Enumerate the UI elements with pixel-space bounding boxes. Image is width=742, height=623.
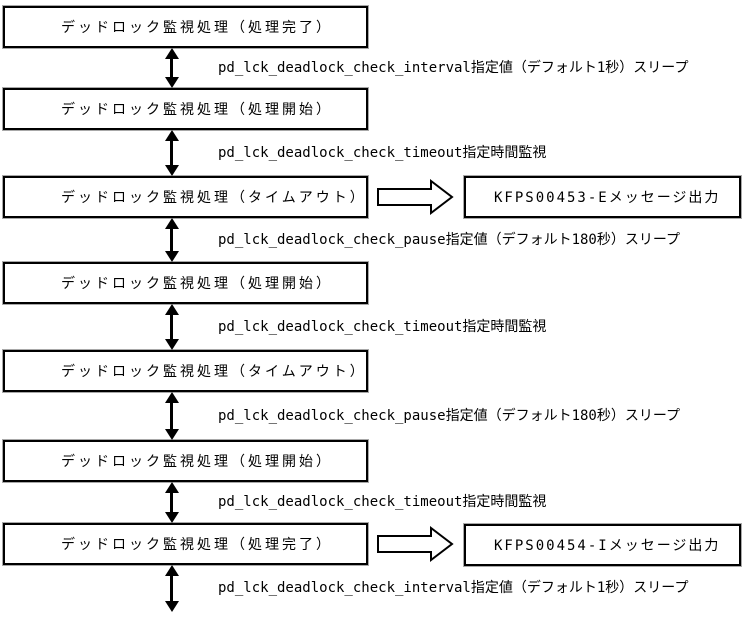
transition-label: pd_lck_deadlock_check_timeout指定時間監視 — [218, 145, 547, 161]
transition-label: pd_lck_deadlock_check_interval指定値（デフォルト1… — [218, 580, 689, 596]
process-box: デッドロック監視処理（処理開始） — [2, 439, 369, 483]
double-arrow-icon — [165, 392, 179, 440]
double-arrow-icon — [165, 565, 179, 612]
double-arrow-icon — [165, 218, 179, 262]
arrowhead-down-icon — [165, 429, 179, 440]
arrow-shaft — [170, 573, 173, 604]
process-box: デッドロック監視処理（処理完了） — [2, 5, 369, 49]
arrowhead-down-icon — [165, 165, 179, 176]
transition-label: pd_lck_deadlock_check_timeout指定時間監視 — [218, 494, 547, 510]
double-arrow-icon — [165, 130, 179, 176]
process-box: デッドロック監視処理（処理開始） — [2, 87, 369, 131]
double-arrow-icon — [165, 482, 179, 523]
transition-label: pd_lck_deadlock_check_pause指定値（デフォルト180秒… — [218, 232, 681, 248]
output-box: KFPS00454-Iメッセージ出力 — [463, 523, 742, 567]
arrow-shaft — [170, 312, 173, 342]
arrowhead-up-icon — [165, 218, 179, 229]
arrowhead-down-icon — [165, 339, 179, 350]
block-arrow-right-icon — [377, 179, 454, 215]
arrow-shaft — [170, 226, 173, 254]
arrowhead-down-icon — [165, 512, 179, 523]
arrowhead-up-icon — [165, 482, 179, 493]
arrow-shaft — [170, 490, 173, 515]
transition-label: pd_lck_deadlock_check_interval指定値（デフォルト1… — [218, 60, 689, 76]
double-arrow-icon — [165, 48, 179, 88]
double-arrow-icon — [165, 304, 179, 350]
arrow-shaft — [170, 138, 173, 168]
process-box: デッドロック監視処理（処理開始） — [2, 261, 369, 305]
block-arrow-right-icon — [377, 526, 454, 562]
arrowhead-up-icon — [165, 304, 179, 315]
arrowhead-up-icon — [165, 48, 179, 59]
arrowhead-down-icon — [165, 77, 179, 88]
arrow-shaft — [170, 400, 173, 432]
arrowhead-up-icon — [165, 565, 179, 576]
arrowhead-up-icon — [165, 392, 179, 403]
transition-label: pd_lck_deadlock_check_timeout指定時間監視 — [218, 319, 547, 335]
output-box: KFPS00453-Eメッセージ出力 — [463, 175, 742, 219]
arrow-shaft — [170, 56, 173, 80]
process-box: デッドロック監視処理（処理完了） — [2, 522, 369, 566]
arrowhead-up-icon — [165, 130, 179, 141]
arrowhead-down-icon — [165, 251, 179, 262]
process-box: デッドロック監視処理（タイムアウト） — [2, 349, 369, 393]
transition-label: pd_lck_deadlock_check_pause指定値（デフォルト180秒… — [218, 408, 681, 424]
arrowhead-down-icon — [165, 601, 179, 612]
process-box: デッドロック監視処理（タイムアウト） — [2, 175, 369, 219]
